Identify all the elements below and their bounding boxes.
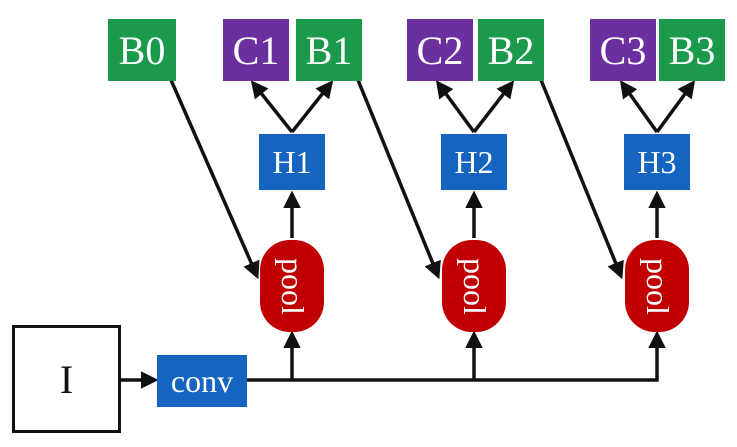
c3-box: C3 — [590, 19, 656, 81]
edge-h2-c2 — [435, 80, 476, 134]
conv-box: conv — [157, 355, 247, 407]
edge-h2-b2 — [472, 80, 515, 134]
h1-box: H1 — [259, 134, 325, 190]
h1-label: H1 — [272, 143, 312, 180]
h2-box: H2 — [441, 134, 507, 190]
edge-h1-b1 — [290, 80, 334, 134]
pool2-box: pool — [442, 240, 506, 332]
pool1-box: pool — [260, 240, 324, 332]
h3-label: H3 — [637, 143, 677, 180]
c1-box: C1 — [223, 19, 289, 81]
b3-box: B3 — [659, 19, 725, 81]
b2-box: B2 — [478, 19, 544, 81]
input-box: I — [12, 325, 121, 433]
conv-label: conv — [170, 362, 234, 399]
pool3-label: pool — [639, 257, 676, 315]
c3-label: C3 — [599, 27, 647, 73]
b1-label: B1 — [305, 27, 353, 73]
c2-label: C2 — [416, 27, 464, 73]
b1-box: B1 — [296, 19, 362, 81]
c1-label: C1 — [232, 27, 280, 73]
input-label: I — [59, 356, 74, 402]
edge-h3-b3 — [655, 80, 696, 134]
pool1-label: pool — [274, 257, 311, 315]
b0-label: B0 — [118, 27, 166, 73]
b2-label: B2 — [487, 27, 535, 73]
c2-box: C2 — [407, 19, 473, 81]
h3-box: H3 — [624, 134, 690, 190]
edge-b2-pool3 — [539, 79, 624, 280]
b0-box: B0 — [108, 19, 176, 81]
edge-h1-c1 — [250, 80, 294, 134]
edge-h3-c3 — [619, 80, 659, 134]
edge-b0-pool1 — [169, 79, 260, 280]
b3-label: B3 — [668, 27, 716, 73]
pool2-label: pool — [456, 257, 493, 315]
edge-b1-pool2 — [356, 79, 441, 280]
h2-label: H2 — [454, 143, 494, 180]
pool3-box: pool — [625, 240, 689, 332]
edge-conv-trunk — [247, 330, 666, 382]
